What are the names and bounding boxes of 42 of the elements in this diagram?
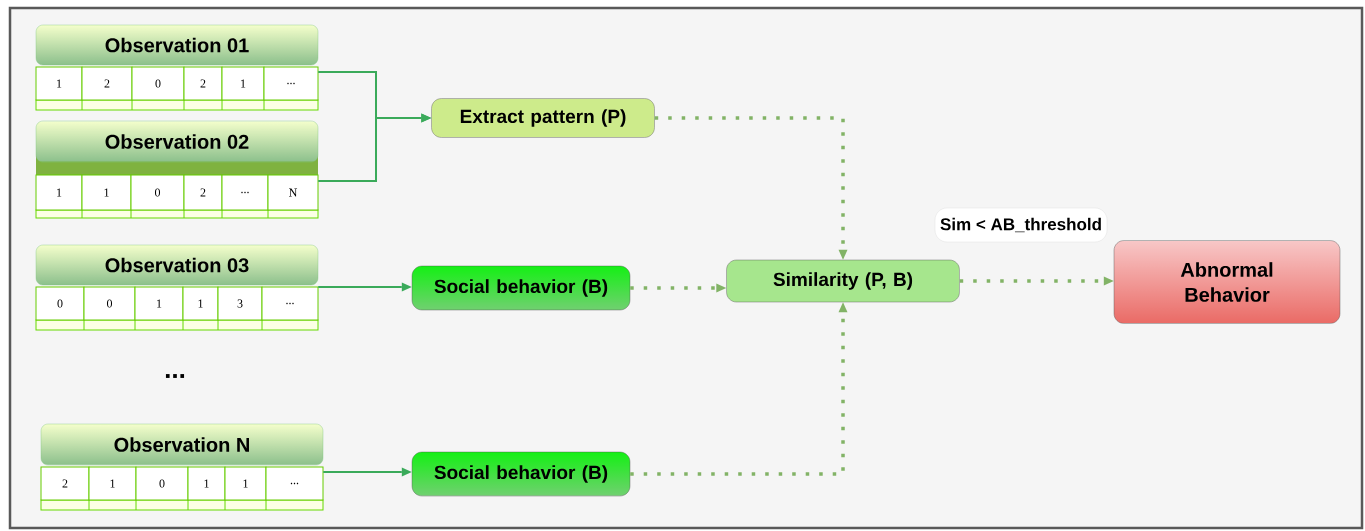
process-box: Social behavior (B)	[411, 265, 631, 311]
process-box: Similarity (P, B)	[726, 259, 960, 303]
table-cell: 1	[81, 174, 132, 211]
table-cell: ...	[261, 286, 319, 321]
table-header: Observation N	[40, 423, 324, 466]
table-cell: ...	[265, 466, 324, 501]
table-header: Observation 01	[35, 24, 319, 66]
table-cell: ...	[263, 66, 319, 101]
arrow	[322, 467, 412, 477]
table-cell: 2	[183, 174, 223, 211]
table-cell: 3	[217, 286, 263, 321]
edge-label: Sim < AB_threshold	[940, 217, 1101, 233]
table-cell: 1	[88, 466, 137, 501]
table-cell: 0	[131, 66, 185, 101]
table-cell: 2	[40, 466, 90, 501]
table-header: Observation 02	[35, 120, 319, 163]
table-cell: 1	[35, 66, 83, 101]
arrow	[317, 113, 432, 182]
table-cell: ...	[221, 174, 269, 211]
table-cell: 0	[135, 466, 189, 501]
table-cell: 1	[182, 286, 219, 321]
table-cell: 1	[224, 466, 267, 501]
arrow	[317, 282, 412, 292]
table-cell: 0	[83, 286, 136, 321]
arrow	[654, 116, 848, 260]
table-cell: 1	[187, 466, 226, 501]
process-box: Social behavior (B)	[411, 451, 631, 497]
ellipsis-mark: ...	[165, 374, 185, 378]
table-cell: 2	[81, 66, 133, 101]
process-box: Extract pattern (P)	[431, 98, 655, 138]
table-cell: 0	[35, 286, 85, 321]
table-cell: 1	[221, 66, 265, 101]
arrow	[959, 276, 1114, 286]
table-cell: 1	[134, 286, 184, 321]
arrow	[630, 302, 848, 476]
table-cell: 2	[183, 66, 223, 101]
table-cell: N	[267, 174, 319, 211]
table-cell: 1	[35, 174, 83, 211]
result-box: Abnormal Behavior	[1113, 240, 1341, 324]
table-header: Observation 03	[35, 244, 319, 286]
arrow	[630, 283, 727, 293]
table-cell: 0	[130, 174, 185, 211]
